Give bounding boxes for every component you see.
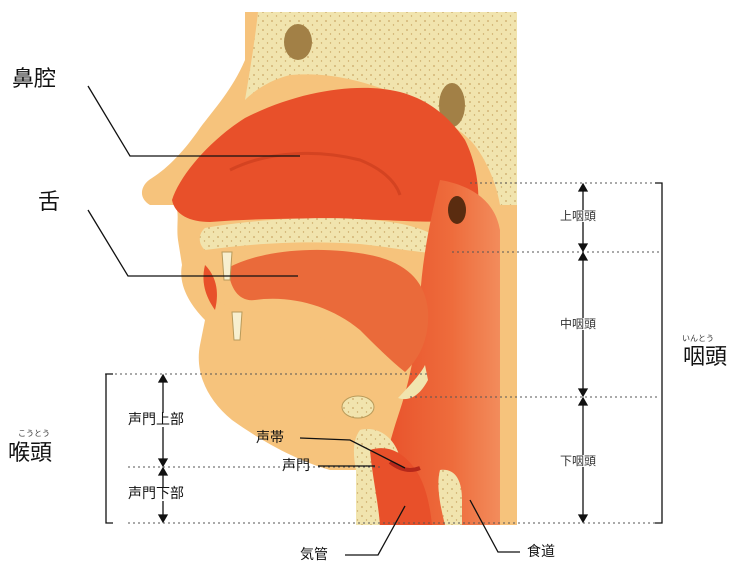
label-nasal-cavity: 鼻腔: [12, 69, 56, 91]
label-trachea: 気管: [300, 548, 328, 562]
label-glottis: 声門: [282, 459, 310, 473]
label-pharynx-ruby: いんとう: [682, 335, 714, 343]
label-upper-pharynx: 上咽頭: [560, 210, 596, 222]
sinus-upper: [284, 24, 312, 60]
label-lower-pharynx: 下咽頭: [560, 455, 596, 467]
label-supraglottic: 声門上部: [128, 413, 184, 427]
label-vocal-cords: 声帯: [256, 431, 284, 445]
larynx-bracket: [106, 374, 113, 523]
lower-tooth: [232, 312, 242, 340]
eustachian-opening: [448, 196, 466, 224]
label-mid-pharynx: 中咽頭: [560, 318, 596, 330]
label-pharynx: 咽頭: [683, 347, 727, 369]
label-larynx: 喉頭: [8, 443, 52, 465]
label-larynx-ruby: こうとう: [18, 430, 50, 438]
pharynx-bracket: [655, 183, 662, 523]
label-subglottic: 声門下部: [128, 487, 184, 501]
label-tongue: 舌: [38, 192, 60, 214]
label-esophagus: 食道: [527, 545, 555, 559]
hyoid-bone: [342, 396, 374, 418]
